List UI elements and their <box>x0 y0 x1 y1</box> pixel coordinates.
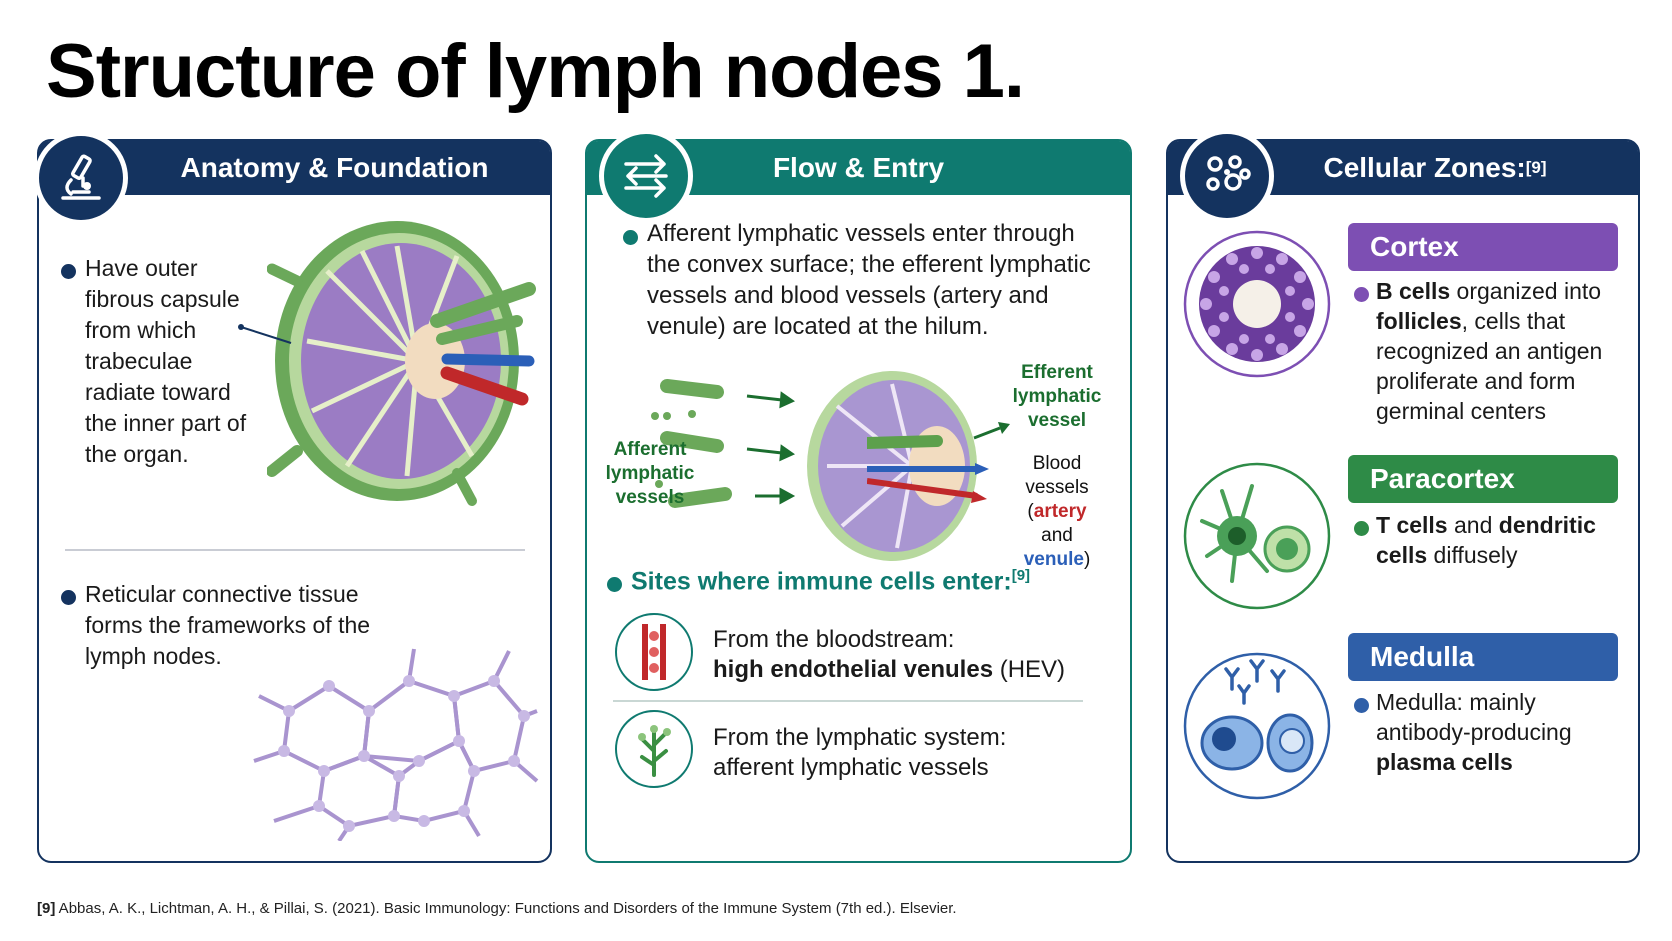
cortex-text: B cells organized into follicles, cells … <box>1376 278 1603 424</box>
bullet-dot <box>607 577 622 592</box>
paracortex-illustration <box>1183 462 1331 610</box>
arrows-icon <box>599 129 693 223</box>
reticular-network-illustration <box>253 648 539 841</box>
medulla-text: Medulla: mainly antibody-producing plasm… <box>1376 689 1572 775</box>
reference-footnote: [9] Abbas, A. K., Lichtman, A. H., & Pil… <box>37 900 957 917</box>
cells-icon <box>1180 129 1274 223</box>
capsule-text: Have outer fibrous capsule from which tr… <box>85 255 247 467</box>
medulla-illustration <box>1183 652 1331 800</box>
afferent-label: Afferent lymphatic vessels <box>605 439 695 508</box>
cortex-label: Cortex <box>1348 223 1618 271</box>
microscope-icon <box>34 131 128 225</box>
bullet-dot <box>1354 287 1369 302</box>
divider <box>65 549 525 551</box>
bullet-dot <box>61 264 76 279</box>
cortex-illustration <box>1183 230 1331 378</box>
flow-panel: Flow & Entry Afferent lymphatic vessels … <box>585 129 1132 863</box>
divider <box>613 700 1083 702</box>
zones-panel: Cellular Zones:[9] Cortex B cells organi… <box>1166 129 1640 863</box>
hev-icon <box>615 613 693 691</box>
lymph-node-illustration <box>267 221 536 506</box>
bullet-dot <box>1354 698 1369 713</box>
blood-vessels-label: Blood vessels (artery and venule) <box>1023 453 1091 570</box>
hilum-vessels <box>867 435 989 503</box>
anatomy-panel: Anatomy & Foundation Have outer fibrous … <box>34 131 552 863</box>
bullet-dot <box>623 230 638 245</box>
lymphatic-system-text: From the lymphatic system: afferent lymp… <box>713 724 1007 781</box>
medulla-label: Medulla <box>1348 633 1618 681</box>
bullet-dot <box>1354 521 1369 536</box>
afferent-text: Afferent lymphatic vessels enter through… <box>647 220 1091 340</box>
pointer-line <box>238 324 292 344</box>
sites-heading: Sites where immune cells enter:[9] <box>631 567 1031 596</box>
paracortex-label: Paracortex <box>1348 455 1618 503</box>
paracortex-text: T cells and dendritic cells diffusely <box>1376 512 1596 568</box>
efferent-arrow <box>973 422 1010 440</box>
page-title: Structure of lymph nodes 1. <box>46 29 1025 114</box>
bullet-dot <box>61 590 76 605</box>
lymphatic-vessel-icon <box>615 710 693 788</box>
efferent-label: Efferent lymphatic vessel <box>1012 362 1102 431</box>
bloodstream-text: From the bloodstream: high endothelial v… <box>713 626 1066 683</box>
reticular-text: Reticular connective tissue forms the fr… <box>85 581 371 669</box>
